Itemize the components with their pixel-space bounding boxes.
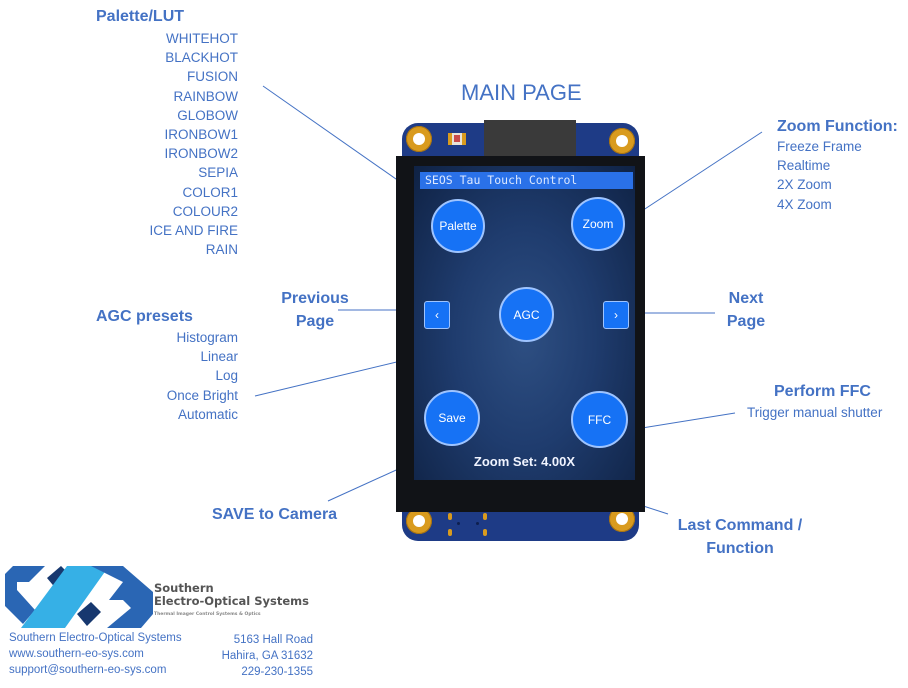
header-pin — [448, 529, 452, 536]
connector — [484, 120, 576, 156]
zoom-function-item: Realtime — [777, 158, 831, 174]
palette-item: IRONBOW1 — [164, 127, 238, 143]
palette-heading: Palette/LUT — [96, 8, 185, 25]
previous-page-line1: Previous — [281, 290, 349, 307]
resistor-component — [448, 133, 466, 145]
palette-item: GLOBOW — [177, 107, 238, 123]
last-command-label: Last Command / Function — [670, 514, 810, 560]
agc-heading: AGC presets — [96, 308, 193, 325]
ffc-description: Trigger manual shutter — [747, 405, 883, 420]
palette-item: SEPIA — [198, 165, 238, 181]
zoom-function-heading: Zoom Function: — [777, 118, 898, 135]
company-address: 5163 Hall Road Hahira, GA 31632 229-230-… — [190, 632, 313, 680]
agc-item: Automatic — [177, 406, 238, 422]
company-name: Southern Electro-Optical Systems — [9, 632, 182, 644]
last-command-line1: Last Command / — [677, 517, 803, 534]
logo-tagline: Thermal Imager Control Systems & Optics — [154, 612, 261, 617]
previous-page-button[interactable]: ‹ — [424, 301, 450, 329]
agc-button[interactable]: AGC — [499, 287, 554, 342]
zoom-function-item: Freeze Frame — [777, 139, 862, 154]
agc-item: Once Bright — [166, 387, 238, 403]
agc-list: Histogram Linear Log Once Bright Automat… — [120, 328, 238, 424]
company-phone: 229-230-1355 — [241, 666, 313, 678]
palette-item: IRONBOW2 — [164, 146, 238, 162]
via — [476, 522, 479, 525]
logo-line2: Electro-Optical Systems — [154, 594, 309, 608]
leader-zoom — [624, 131, 763, 223]
mounting-hole-top-right — [609, 128, 635, 154]
palette-item: COLOUR2 — [172, 203, 238, 219]
agc-item: Linear — [200, 349, 238, 365]
next-page-button[interactable]: › — [603, 301, 629, 329]
palette-list: WHITEHOT BLACKHOT FUSION RAINBOW GLOBOW … — [120, 29, 238, 259]
next-page-line2: Page — [726, 313, 766, 330]
lcd-title-bar: SEOS Tau Touch Control — [420, 172, 633, 189]
palette-item: FUSION — [186, 69, 238, 85]
zoom-function-list: Freeze Frame Realtime 2X Zoom 4X Zoom — [777, 137, 862, 214]
zoom-function-item: 2X Zoom — [777, 177, 832, 193]
next-page-line1: Next — [728, 290, 764, 307]
previous-page-label: Previous Page — [270, 287, 360, 333]
company-logo-icon — [5, 566, 153, 628]
palette-button[interactable]: Palette — [431, 199, 485, 253]
last-command-status: Zoom Set: 4.00X — [473, 454, 576, 469]
palette-item: RAIN — [205, 242, 238, 258]
header-pin — [483, 529, 487, 536]
company-website[interactable]: www.southern-eo-sys.com — [9, 648, 144, 660]
logo-text: Southern Electro-Optical Systems Thermal… — [154, 582, 309, 621]
save-button[interactable]: Save — [424, 390, 480, 446]
palette-item: BLACKHOT — [165, 50, 238, 66]
address-line2: Hahira, GA 31632 — [221, 650, 313, 662]
palette-item: ICE AND FIRE — [149, 223, 238, 239]
next-page-label: Next Page — [715, 287, 777, 333]
ffc-heading: Perform FFC — [774, 383, 871, 400]
via — [457, 522, 460, 525]
address-line1: 5163 Hall Road — [233, 634, 313, 646]
header-pin — [483, 513, 487, 520]
header-pin — [448, 513, 452, 520]
lcd-screen: SEOS Tau Touch Control Palette Zoom ‹ AG… — [414, 166, 635, 480]
company-email[interactable]: support@southern-eo-sys.com — [9, 664, 167, 676]
agc-item: Log — [215, 368, 238, 384]
palette-item: RAINBOW — [173, 88, 238, 104]
palette-item: COLOR1 — [182, 184, 238, 200]
ffc-button[interactable]: FFC — [571, 391, 628, 448]
previous-page-line2: Page — [295, 313, 335, 330]
mounting-hole-top-left — [406, 126, 432, 152]
logo-line1: Southern — [154, 581, 214, 595]
company-contact: Southern Electro-Optical Systems www.sou… — [9, 630, 182, 678]
zoom-button[interactable]: Zoom — [571, 197, 625, 251]
agc-item: Histogram — [176, 330, 238, 345]
palette-item: WHITEHOT — [166, 31, 238, 46]
save-heading: SAVE to Camera — [212, 506, 338, 523]
zoom-function-item: 4X Zoom — [777, 196, 832, 212]
page-title: MAIN PAGE — [461, 80, 582, 105]
mounting-hole-bottom-left — [406, 508, 432, 534]
last-command-line2: Function — [706, 540, 774, 557]
